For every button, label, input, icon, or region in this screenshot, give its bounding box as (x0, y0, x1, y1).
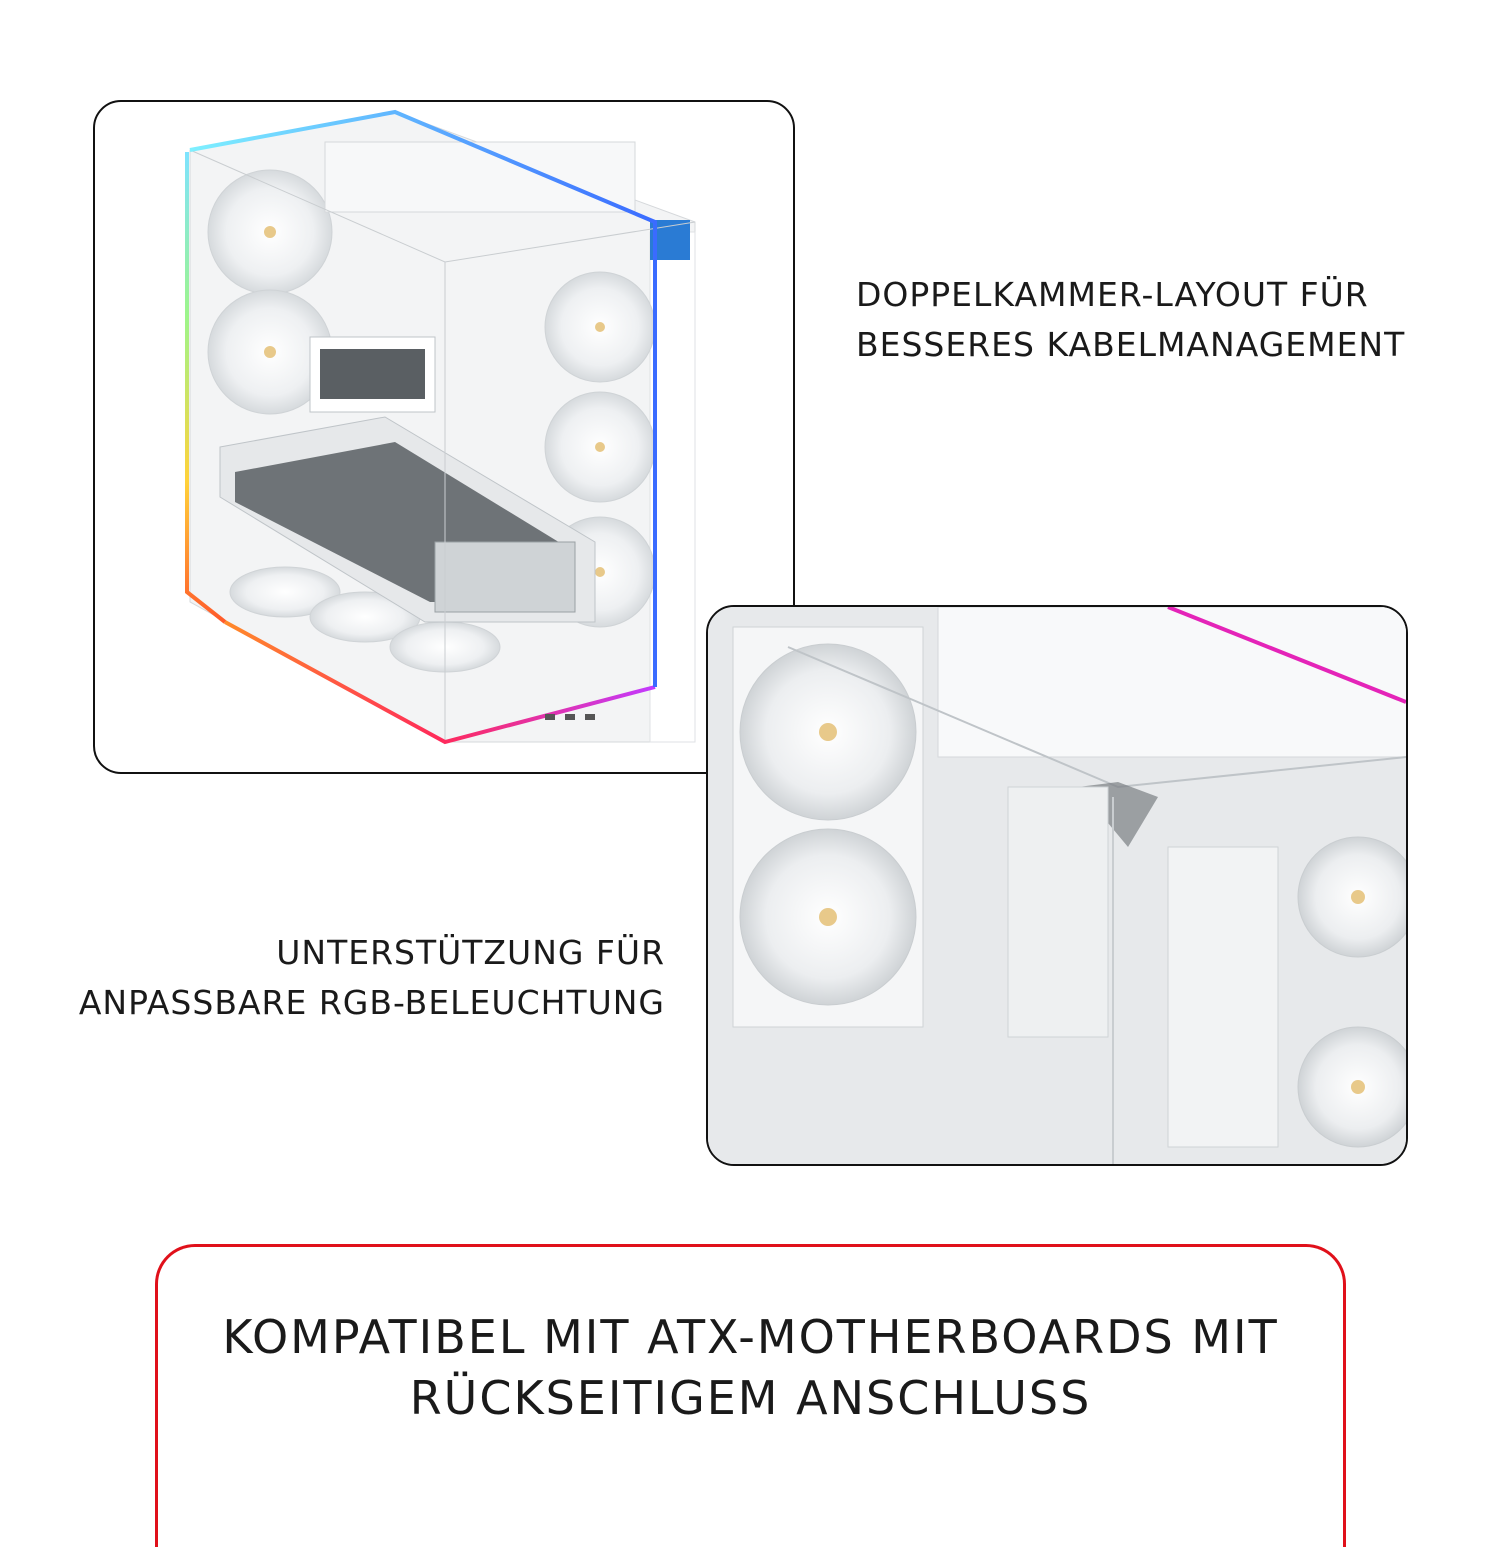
case-detail-image (706, 605, 1408, 1166)
graphics-card (219, 416, 596, 623)
feature-dual-chamber-line2: BESSERES KABELMANAGEMENT (856, 325, 1406, 364)
front-fans (207, 169, 333, 415)
rgb-strip-top-detail (1167, 607, 1406, 704)
feature-rgb-lighting: UNTERSTÜTZUNG FÜR ANPASSBARE RGB-BELEUCH… (60, 928, 665, 1028)
case-overview-image (93, 100, 795, 774)
rgb-strip-left (185, 152, 227, 624)
compatibility-line1: KOMPATIBEL MIT ATX-MOTHERBOARDS MIT (222, 1310, 1279, 1364)
rgb-strip-bottom (224, 620, 656, 745)
rgb-strip-top (189, 109, 657, 687)
feature-rgb-line1: UNTERSTÜTZUNG FÜR (276, 933, 665, 972)
compatibility-banner: KOMPATIBEL MIT ATX-MOTHERBOARDS MIT RÜCK… (155, 1244, 1346, 1547)
feature-rgb-line2: ANPASSBARE RGB-BELEUCHTUNG (78, 983, 665, 1022)
feature-dual-chamber: DOPPELKAMMER-LAYOUT FÜR BESSERES KABELMA… (856, 270, 1476, 370)
feature-dual-chamber-line1: DOPPELKAMMER-LAYOUT FÜR (856, 275, 1369, 314)
case-closeup-illustration (708, 607, 1406, 1164)
compatibility-line2: RÜCKSEITIGEM ANSCHLUSS (409, 1371, 1092, 1425)
compatibility-text: KOMPATIBEL MIT ATX-MOTHERBOARDS MIT RÜCK… (158, 1307, 1343, 1429)
pc-case-illustration (185, 109, 696, 745)
